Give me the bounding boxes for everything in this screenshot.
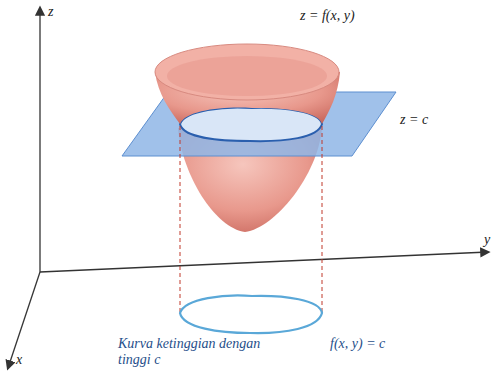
level-curve-caption: Kurva ketinggian dengan tinggi c [118,336,288,368]
axis-label: x [16,352,22,368]
surface-equation: z = f(x, y) [300,8,355,24]
level-curve-equation: f(x, y) = c [330,336,385,352]
axis-label: y [484,232,490,248]
axis-label: z [48,4,53,20]
plane-equation: z = c [400,112,428,128]
